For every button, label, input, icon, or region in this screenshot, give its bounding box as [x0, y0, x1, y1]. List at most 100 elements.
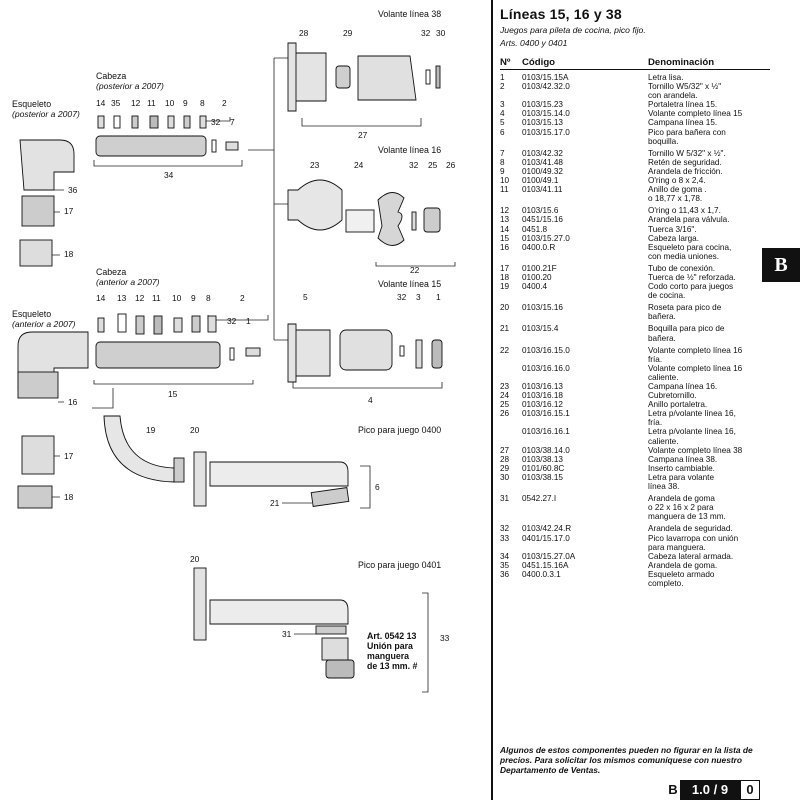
row-code: 0451.15.16A — [522, 560, 569, 570]
row-name: Campana línea 16. — [648, 382, 718, 391]
row-code: 0103/42.24.R — [522, 524, 572, 534]
art-note-line2: Unión para — [367, 641, 413, 651]
cabeza-posterior-parts — [95, 115, 239, 157]
row-code: 0101/60.8C — [522, 463, 565, 473]
part-num: 23 — [310, 160, 320, 170]
row-code: 0103/42.32.0 — [522, 82, 570, 92]
row-number: 34 — [500, 551, 510, 561]
row-code: 0103/41.11 — [522, 185, 563, 195]
part-num: 20 — [190, 554, 200, 564]
part-num: 5 — [303, 292, 308, 302]
row-number: 30 — [500, 472, 510, 482]
row-code: 0100.20 — [522, 272, 552, 282]
volante-16-heading: Volante línea 16 — [378, 145, 441, 155]
row-name: Volante completo línea 15 — [648, 109, 743, 119]
row-code: 0451/15.16 — [522, 215, 563, 225]
row-number: 29 — [500, 463, 510, 473]
row-code: 0100.21F — [522, 263, 557, 273]
part-num: 1 — [436, 292, 441, 302]
row-code: 0451.8 — [522, 224, 548, 234]
page-arts: Arts. 0400 y 0401 — [500, 38, 568, 48]
part-num: 15 — [168, 389, 178, 399]
part-num: 9 — [191, 293, 196, 303]
row-name: Volante completo línea 16 caliente. — [648, 363, 743, 382]
cabeza-2-subheading: (anterior a 2007) — [96, 277, 160, 287]
row-name: Volante completo línea 38 — [648, 445, 743, 455]
row-code: 0103/38.14.0 — [522, 445, 570, 455]
esqueleto-2-subheading: (anterior a 2007) — [12, 319, 76, 329]
row-code: 0103/16.15.0 — [522, 345, 570, 355]
row-name: Inserto cambiable. — [648, 463, 715, 473]
row-code: 0400.0.R — [522, 242, 556, 252]
col-num-header: Nº — [500, 57, 511, 68]
row-name: Arandela de seguridad. — [648, 524, 733, 534]
part-num: 10 — [172, 293, 182, 303]
row-number: 4 — [500, 109, 505, 119]
row-number: 10 — [500, 176, 510, 186]
row-number: 15 — [500, 233, 510, 243]
part-num: 35 — [111, 98, 121, 108]
row-name: Pico para bañera con boquilla. — [648, 127, 726, 146]
row-code: 0100/49.1 — [522, 176, 559, 186]
esqueleto-2-heading: Esqueleto — [12, 309, 51, 319]
row-number: 25 — [500, 400, 510, 410]
part-num: 3 — [416, 292, 421, 302]
row-name: O'ring o 11,43 x 1,7. — [648, 206, 721, 216]
part-num: 18 — [64, 492, 74, 502]
row-code: 0103/15.27.0 — [522, 233, 570, 243]
row-name: Arandela para válvula. — [648, 215, 730, 225]
row-number: 13 — [500, 215, 510, 225]
table-row: 13 0451/15.16 Arandela para válvula. — [500, 215, 770, 224]
part-num: 36 — [68, 185, 78, 195]
part-num: 9 — [183, 98, 188, 108]
row-name: Letra p/volante línea 16, fría. — [648, 409, 736, 428]
part-num: 13 — [117, 293, 127, 303]
page-subtitle: Juegos para pileta de cocina, pico fijo. — [500, 25, 646, 35]
row-code: 0103/16.12 — [522, 400, 563, 410]
part-num: 28 — [299, 28, 309, 38]
row-number: 17 — [500, 263, 510, 273]
page-index: 1.0 / 9 — [680, 780, 740, 800]
part-num: 17 — [64, 206, 74, 216]
part-num: 33 — [440, 633, 450, 643]
part-num: 31 — [282, 629, 292, 639]
row-code: 0103/16.15.1 — [522, 409, 570, 419]
row-number: 26 — [500, 409, 510, 419]
row-code: 0103/15.6 — [522, 206, 559, 216]
row-name: Arandela de goma. — [648, 560, 718, 570]
part-num: 10 — [165, 98, 175, 108]
row-code: 0100/49.32 — [522, 166, 563, 176]
part-num: 12 — [131, 98, 141, 108]
row-number: 28 — [500, 454, 510, 464]
row-code: 0103/38.15 — [522, 472, 563, 482]
part-num: 11 — [147, 98, 156, 108]
row-name: Letra p/volante línea 16, caliente. — [648, 427, 736, 446]
row-number: 18 — [500, 272, 510, 282]
row-name: Letra para volante línea 38. — [648, 472, 714, 492]
part-num: 18 — [64, 249, 74, 259]
row-number: 7 — [500, 148, 505, 158]
art-note-line3: manguera — [367, 651, 409, 661]
part-num: 32 — [421, 28, 431, 38]
part-num: 17 — [64, 451, 74, 461]
row-name: Anillo de goma . o 18,77 x 1,78. — [648, 185, 707, 204]
row-number: 21 — [500, 324, 510, 334]
row-number: 27 — [500, 445, 510, 455]
row-name: Pico lavarropa con unión para manguera. — [648, 533, 739, 552]
part-num: 32 — [211, 117, 221, 127]
row-number: 31 — [500, 494, 510, 504]
row-code: 0103/15.23 — [522, 100, 563, 110]
row-name: Portaletra línea 15. — [648, 100, 718, 110]
part-num: 30 — [436, 28, 446, 38]
